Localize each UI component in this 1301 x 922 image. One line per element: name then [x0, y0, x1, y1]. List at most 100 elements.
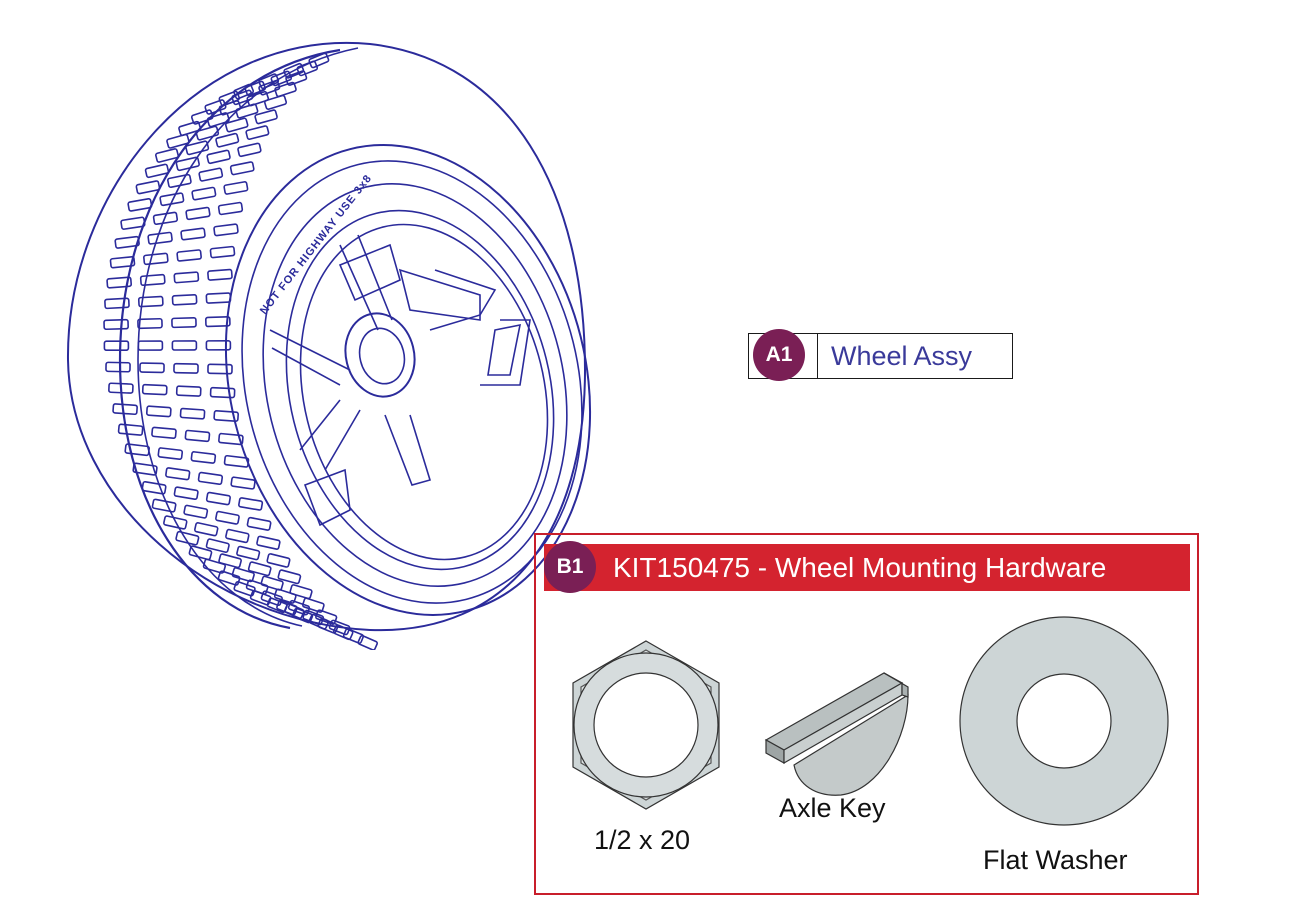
tread-block	[205, 340, 232, 351]
tire-sidewall-lettering: NOT FOR HIGHWAY USE 3x8	[258, 172, 375, 316]
tread-block	[127, 197, 153, 212]
tread-block	[109, 255, 136, 269]
flat-washer-label: Flat Washer	[983, 845, 1128, 875]
tread-block	[165, 467, 191, 481]
tread-block	[104, 297, 130, 310]
tread-block	[163, 515, 188, 530]
tread-block	[185, 206, 211, 221]
tread-block	[206, 112, 230, 128]
tread-block	[263, 94, 288, 110]
tread-block	[229, 161, 255, 176]
callout-badge-b1: B1	[544, 541, 596, 593]
tread-block	[155, 148, 180, 163]
tread-block	[143, 252, 169, 266]
tread-block	[215, 132, 240, 148]
tread-block	[175, 530, 200, 546]
tread-block	[215, 510, 240, 525]
tread-block	[273, 588, 297, 604]
tread-block	[175, 385, 202, 397]
tread-block	[157, 447, 184, 461]
tread-block	[284, 603, 305, 619]
tread-block	[139, 362, 165, 374]
tread-block	[141, 480, 167, 495]
tread-block	[112, 403, 138, 416]
kit-parts-illustration	[572, 616, 1169, 826]
tread-block	[231, 567, 255, 583]
tread-block	[209, 245, 236, 259]
tread-block	[235, 103, 259, 119]
kit-header-bar: B1 KIT150475 - Wheel Mounting Hardware	[544, 541, 1190, 593]
tread-block	[194, 522, 219, 537]
tread-block	[151, 498, 177, 513]
tread-block	[289, 584, 313, 600]
tread-block	[205, 491, 231, 506]
tread-block	[171, 317, 197, 329]
tread-block	[301, 597, 325, 613]
tread-block	[135, 180, 161, 195]
tread-block	[152, 211, 179, 226]
tread-block	[218, 432, 244, 446]
tread-block	[171, 294, 198, 306]
tread-block	[190, 109, 214, 125]
tread-block	[132, 462, 158, 476]
tread-block	[277, 569, 302, 585]
tread-block	[105, 361, 131, 373]
tread-block	[218, 553, 242, 569]
mounting-hardware-kit-box: B1 KIT150475 - Wheel Mounting Hardware 1…	[534, 533, 1199, 895]
tread-block	[175, 156, 200, 172]
tread-block	[258, 73, 280, 90]
tread-block	[198, 167, 224, 182]
tread-block	[179, 407, 206, 420]
callout-badge-a1: A1	[753, 329, 805, 381]
callout-divider	[817, 334, 818, 378]
tread-block	[185, 140, 210, 156]
tire-icon	[66, 41, 592, 650]
tread-block	[144, 163, 170, 179]
hex-nut-icon	[572, 640, 720, 810]
tread-block	[218, 100, 242, 116]
kit-title: KIT150475 - Wheel Mounting Hardware	[613, 552, 1107, 583]
hub-icon	[269, 209, 555, 571]
tread-block	[213, 410, 240, 422]
tread-block	[191, 186, 217, 201]
tread-block	[236, 545, 261, 561]
tread-block	[117, 423, 144, 436]
tread-block	[213, 223, 239, 237]
tread-block	[204, 316, 231, 328]
tread-block	[247, 561, 272, 577]
tread-block	[151, 426, 177, 439]
tread-block	[183, 504, 209, 519]
tread-block	[225, 528, 250, 544]
tread-block	[233, 580, 256, 597]
tread-block	[254, 109, 278, 125]
tread-block	[317, 617, 339, 634]
axle-key-icon	[764, 672, 909, 796]
tread-block	[285, 70, 308, 86]
tread-block	[171, 340, 198, 351]
tread-block	[205, 538, 230, 553]
tread-block	[207, 268, 233, 281]
tread-block	[141, 383, 168, 396]
tread-block	[145, 405, 172, 418]
tread-block	[184, 429, 211, 443]
tread-block	[207, 363, 233, 375]
tread-block	[246, 516, 272, 531]
wheel-assembly-illustration: NOT FOR HIGHWAY USE 3x8	[66, 41, 592, 650]
tread-block	[237, 142, 262, 158]
tread-block	[147, 231, 173, 245]
tread-block	[342, 628, 365, 644]
tread-block	[137, 295, 164, 308]
tread-block	[328, 619, 351, 636]
tread-block	[139, 273, 166, 287]
tread-block	[238, 497, 264, 511]
tread-block	[137, 317, 163, 330]
axle-key-label: Axle Key	[779, 793, 886, 823]
tread-block	[173, 486, 199, 501]
tread-block	[260, 575, 284, 591]
tread-block	[159, 192, 185, 207]
hex-nut-label: 1/2 x 20	[594, 825, 691, 855]
wheel-assy-callout: A1 Wheel Assy	[748, 329, 1013, 381]
tread-block	[245, 125, 270, 140]
tread-block	[103, 318, 129, 331]
tread-block	[223, 181, 249, 195]
